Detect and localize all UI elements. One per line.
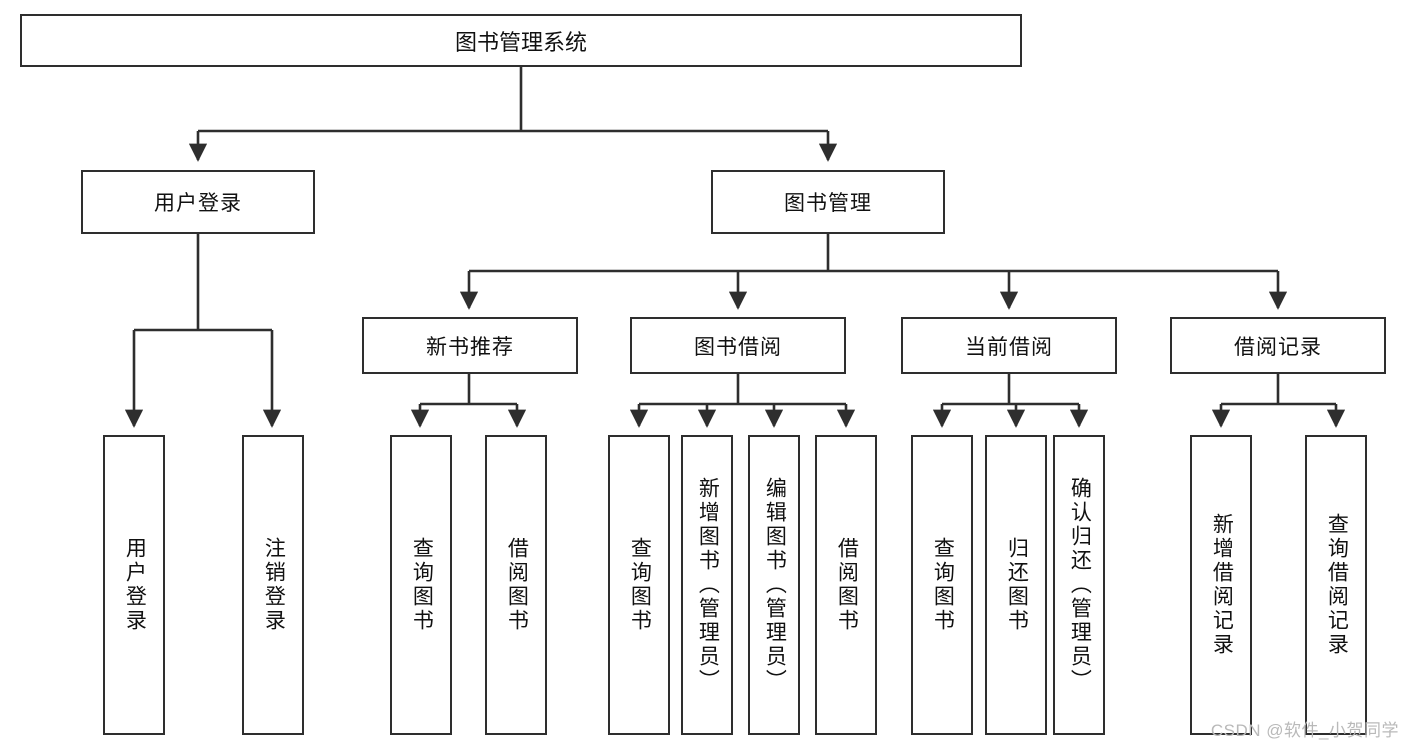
node-root-label: 图书管理系统 [454,29,587,55]
node-user-login-label: 用户登录 [154,192,242,215]
leaf-return-book-label: 归还图书 [1005,537,1029,633]
node-new-book-rec[interactable]: 新书推荐 [362,317,578,374]
leaf-edit-book[interactable]: 编辑图书（管理员） [748,435,800,735]
leaf-user-logout-label: 注销登录 [262,537,286,633]
watermark: CSDN @软件_小贺同学 [1210,721,1399,740]
leaf-borrow-book-2-label: 借阅图书 [835,537,859,633]
leaf-query-record[interactable]: 查询借阅记录 [1305,435,1367,735]
leaf-confirm-return-label: 确认归还（管理员） [1068,477,1092,693]
node-current-borrow-label: 当前借阅 [965,335,1053,359]
node-book-borrow-label: 图书借阅 [694,335,782,359]
leaf-add-book[interactable]: 新增图书（管理员） [681,435,733,735]
leaf-query-book-1-label: 查询图书 [410,537,434,633]
node-borrow-record-label: 借阅记录 [1234,335,1322,359]
node-root[interactable]: 图书管理系统 [20,14,1022,67]
node-borrow-record[interactable]: 借阅记录 [1170,317,1386,374]
node-new-book-rec-label: 新书推荐 [426,335,514,359]
leaf-confirm-return[interactable]: 确认归还（管理员） [1053,435,1105,735]
leaf-query-book-2-label: 查询图书 [628,537,652,633]
leaf-edit-book-label: 编辑图书（管理员） [763,477,787,693]
leaf-query-record-label: 查询借阅记录 [1325,513,1349,657]
node-user-login[interactable]: 用户登录 [81,170,315,234]
leaf-borrow-book-1-label: 借阅图书 [505,537,529,633]
leaf-user-login[interactable]: 用户登录 [103,435,165,735]
leaf-query-book-3-label: 查询图书 [931,537,955,633]
leaf-add-book-label: 新增图书（管理员） [696,477,720,693]
leaf-query-book-1[interactable]: 查询图书 [390,435,452,735]
leaf-return-book[interactable]: 归还图书 [985,435,1047,735]
node-book-manage[interactable]: 图书管理 [711,170,945,234]
leaf-user-login-label: 用户登录 [123,537,147,633]
leaf-borrow-book-1[interactable]: 借阅图书 [485,435,547,735]
leaf-query-book-2[interactable]: 查询图书 [608,435,670,735]
leaf-query-book-3[interactable]: 查询图书 [911,435,973,735]
leaf-borrow-book-2[interactable]: 借阅图书 [815,435,877,735]
node-book-manage-label: 图书管理 [784,192,872,215]
node-book-borrow[interactable]: 图书借阅 [630,317,846,374]
leaf-add-record[interactable]: 新增借阅记录 [1190,435,1252,735]
leaf-add-record-label: 新增借阅记录 [1210,513,1234,657]
node-current-borrow[interactable]: 当前借阅 [901,317,1117,374]
leaf-user-logout[interactable]: 注销登录 [242,435,304,735]
